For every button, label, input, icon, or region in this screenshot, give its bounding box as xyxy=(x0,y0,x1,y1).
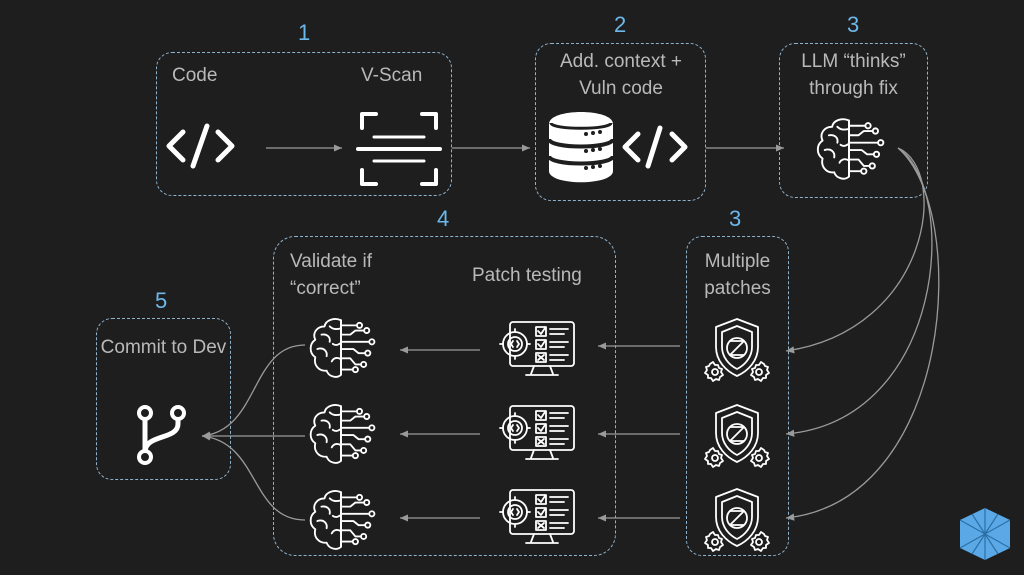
step1-number: 1 xyxy=(298,20,311,45)
step5-box xyxy=(96,318,231,480)
connector-arrows xyxy=(201,144,940,522)
validate-brain-icon-2 xyxy=(309,404,376,464)
step2-box xyxy=(535,43,706,201)
scan-frame-icon xyxy=(356,112,442,186)
vuln-code-icon xyxy=(622,125,688,169)
patch-shield-icon-2 xyxy=(704,404,770,468)
step3-llm-number: 3 xyxy=(847,12,860,37)
patch-shield-icon-1 xyxy=(704,318,770,382)
validate-label: Validate if “correct” xyxy=(290,251,373,299)
multiple-patches-label: Multiple patches xyxy=(704,251,771,299)
code-brackets-icon xyxy=(166,123,235,169)
code-label: Code xyxy=(172,65,218,86)
step3-patches-number: 3 xyxy=(729,206,742,231)
step5-number: 5 xyxy=(155,288,168,313)
step2-number: 2 xyxy=(614,12,627,37)
patch-test-icon-3 xyxy=(499,489,575,544)
commit-label: Commit to Dev xyxy=(100,337,227,358)
step1-box xyxy=(156,52,452,196)
context-label: Add. context + Vuln code xyxy=(560,51,682,99)
validate-brain-icon-3 xyxy=(309,490,376,550)
step3-llm-box xyxy=(779,43,928,198)
patch-test-icon-2 xyxy=(499,405,575,460)
git-branch-icon xyxy=(137,405,186,465)
llm-thinks-label: LLM “thinks” through fix xyxy=(801,51,906,99)
llm-brain-icon xyxy=(816,118,885,180)
step4-number: 4 xyxy=(437,206,450,231)
patch-testing-label: Patch testing xyxy=(472,265,582,286)
crystal-logo-icon xyxy=(959,508,1011,560)
step3-patches-box xyxy=(686,236,789,556)
vscan-label: V-Scan xyxy=(361,65,423,86)
patch-shield-icon-3 xyxy=(704,488,770,552)
step4-box xyxy=(273,236,616,556)
validate-brain-icon-1 xyxy=(309,318,376,378)
database-icon xyxy=(547,112,615,183)
patch-test-icon-1 xyxy=(499,321,575,376)
